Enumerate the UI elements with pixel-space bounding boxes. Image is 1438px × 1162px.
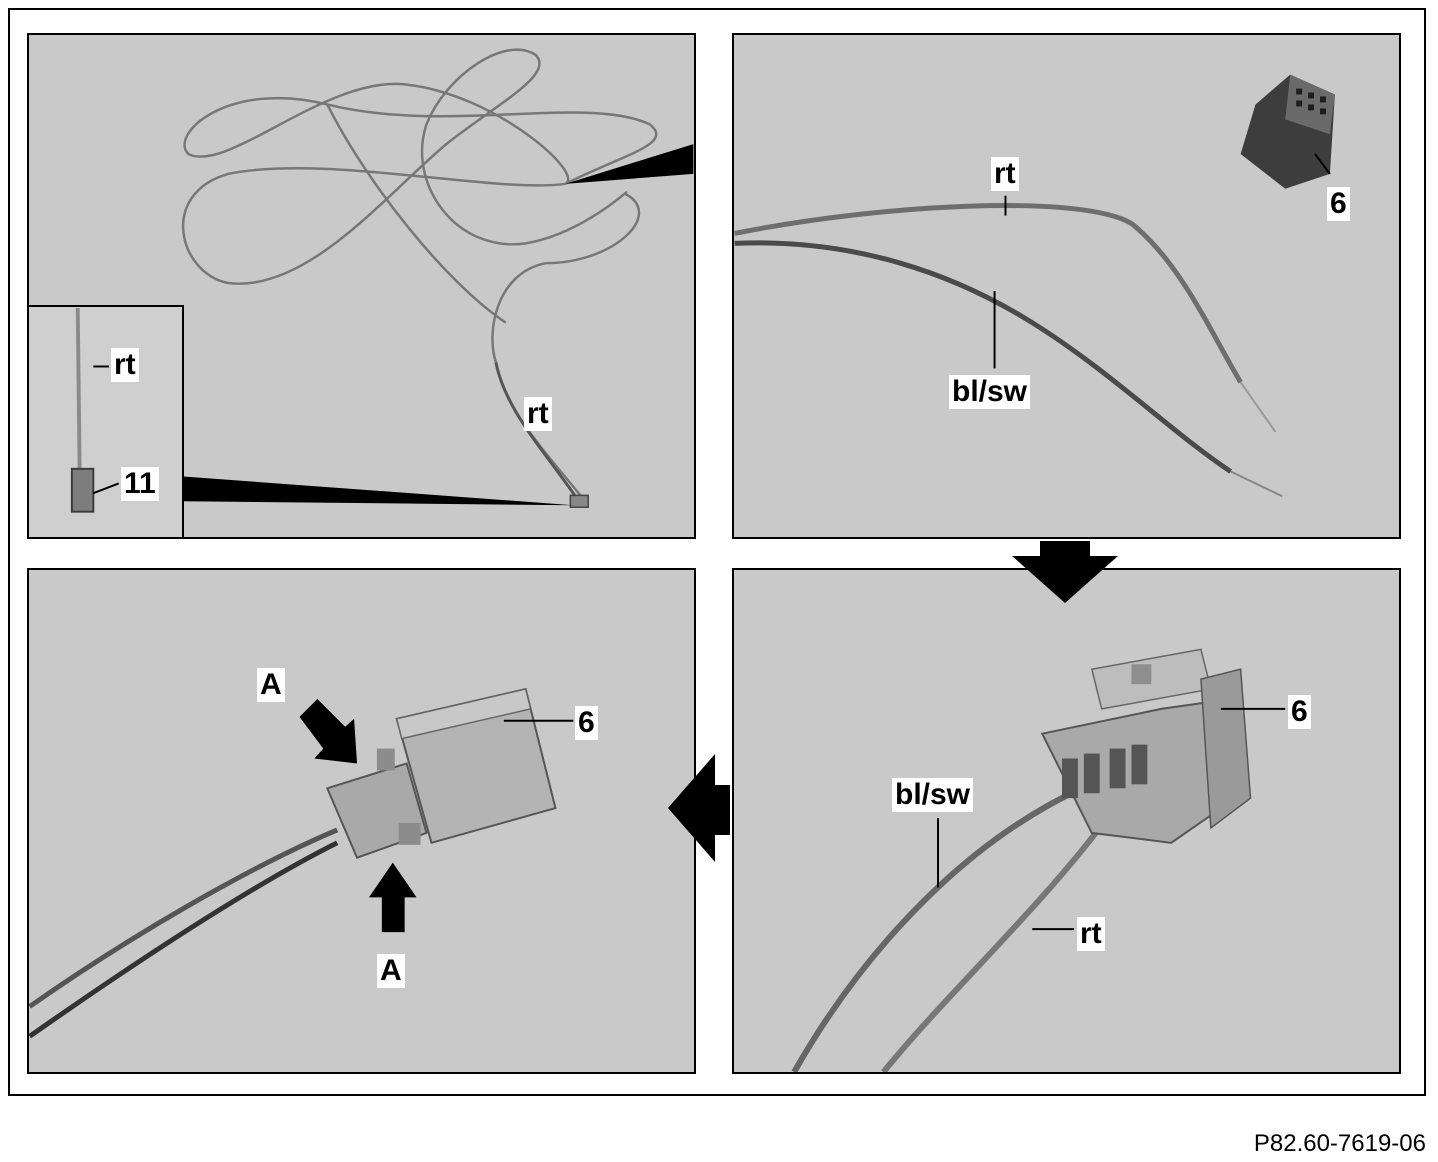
arrow-a-bottom bbox=[368, 862, 417, 933]
wires-inserted-drawing bbox=[791, 648, 1286, 1072]
zoom-leader-inset bbox=[183, 476, 574, 506]
label-p3-a-top: A bbox=[257, 668, 285, 702]
inset-terminal-detail bbox=[29, 305, 184, 537]
label-p1-rt: rt bbox=[524, 397, 552, 431]
connector-6-assembled bbox=[325, 687, 557, 859]
panel-wires-inserted: 6 bl/sw rt bbox=[732, 568, 1401, 1074]
label-p3-6: 6 bbox=[575, 706, 598, 740]
label-p3-a-bottom: A bbox=[377, 954, 405, 988]
label-p2-blsw: bl/sw bbox=[949, 375, 1031, 409]
connector-housing-6-small bbox=[1240, 74, 1335, 189]
arrow-a-top bbox=[299, 698, 358, 764]
label-p4-rt: rt bbox=[1077, 917, 1105, 951]
inset-drawing bbox=[70, 307, 120, 513]
label-inset-11: 11 bbox=[121, 467, 159, 501]
label-p4-6: 6 bbox=[1288, 695, 1311, 729]
terminal-11 bbox=[569, 494, 589, 508]
connector-housing-6-large bbox=[1040, 648, 1252, 844]
figure-id: P82.60-7619-06 bbox=[1253, 1130, 1426, 1157]
panel-wire-overview: rt 11 rt bbox=[27, 33, 696, 539]
zoom-leader-right bbox=[565, 144, 694, 184]
label-inset-rt: rt bbox=[111, 348, 139, 382]
label-p2-6: 6 bbox=[1327, 187, 1350, 221]
wire-loop-drawing bbox=[181, 48, 694, 508]
wire-ends-drawing bbox=[734, 74, 1335, 498]
label-p4-blsw: bl/sw bbox=[892, 778, 974, 812]
panel-assembled-connector: A A 6 bbox=[27, 568, 696, 1074]
label-p2-rt: rt bbox=[991, 157, 1019, 191]
panel-wire-ends: rt 6 bl/sw bbox=[732, 33, 1401, 539]
assembled-connector-drawing bbox=[29, 687, 574, 1039]
